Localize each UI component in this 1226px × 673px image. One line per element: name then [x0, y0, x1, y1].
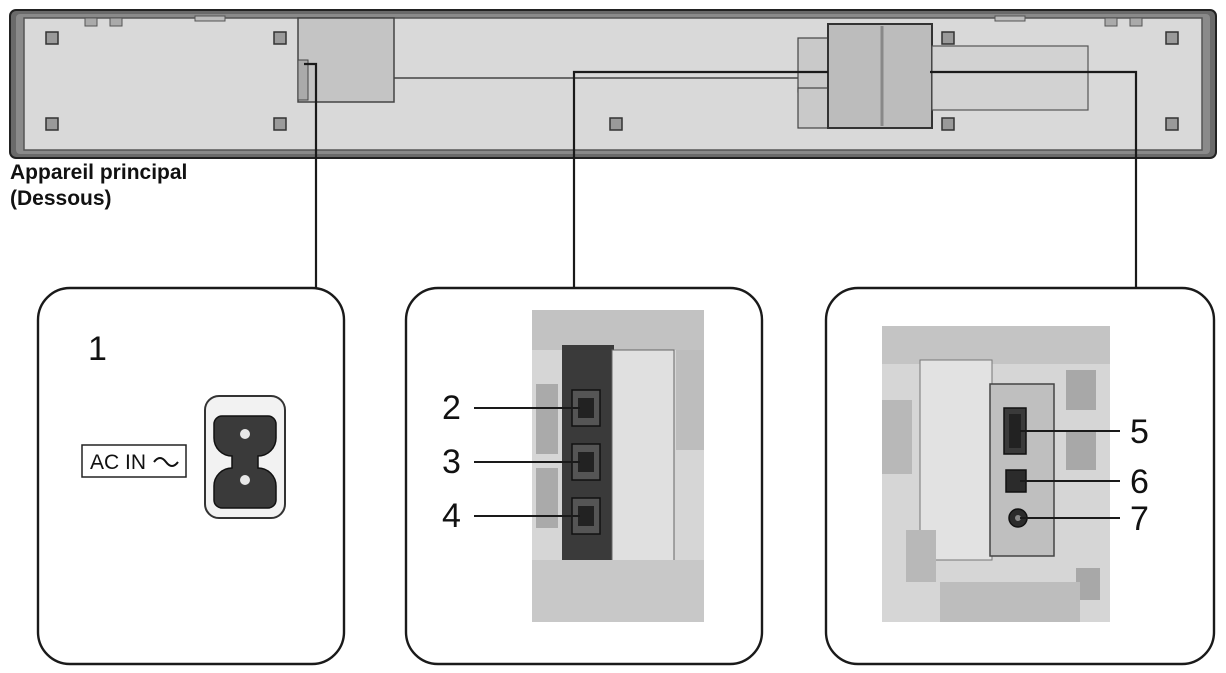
- callout-number: 2: [442, 389, 461, 427]
- jack-port-7: [1008, 508, 1028, 528]
- hdmi-port-3: [571, 443, 601, 481]
- hdmi-port-4: [571, 497, 601, 535]
- terminal-photo: [882, 326, 1110, 622]
- terminal-leaders: [1020, 430, 1120, 519]
- callout-leaders: [304, 62, 1138, 288]
- caption-line-2: (Dessous): [10, 187, 112, 210]
- ac-in-label: AC IN: [81, 444, 187, 478]
- callout-number: 3: [442, 443, 461, 481]
- callout-number: 4: [442, 497, 461, 535]
- hdmi-photo: [532, 310, 704, 622]
- power-port-recess: [297, 17, 395, 103]
- panel-hdmi: 2 3 4: [404, 286, 764, 666]
- main-unit-underside: [9, 9, 1217, 159]
- callout-number: 6: [1130, 463, 1149, 501]
- main-unit-caption: Appareil principal (Dessous): [10, 160, 187, 212]
- panel-power: 1 AC IN: [36, 286, 346, 666]
- hdmi-leaders: [474, 407, 580, 517]
- ac-inlet-socket: [204, 395, 286, 519]
- callout-number: 7: [1130, 500, 1149, 538]
- ac-in-text: AC IN: [90, 451, 146, 474]
- rubber-feet: [45, 31, 1179, 131]
- terminal-recess: [797, 23, 1089, 129]
- callout-number: 5: [1130, 413, 1149, 451]
- callout-number: 1: [88, 330, 107, 368]
- panel-usb-optical: 5 6 7: [824, 286, 1216, 666]
- caption-line-1: Appareil principal: [10, 161, 188, 184]
- ac-wave-icon: [153, 457, 179, 467]
